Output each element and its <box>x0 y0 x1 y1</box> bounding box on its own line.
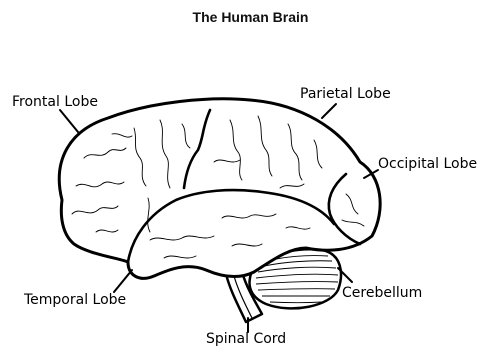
label-occipital-lobe: Occipital Lobe <box>378 156 477 172</box>
cerebrum-shape <box>59 99 380 279</box>
label-temporal-lobe: Temporal Lobe <box>24 292 126 308</box>
leader-temporal <box>114 270 132 292</box>
leader-frontal <box>60 110 78 132</box>
label-spinal-cord: Spinal Cord <box>206 331 286 347</box>
label-frontal-lobe: Frontal Lobe <box>12 94 98 110</box>
label-cerebellum: Cerebellum <box>342 285 422 301</box>
leader-parietal <box>322 104 336 118</box>
label-parietal-lobe: Parietal Lobe <box>300 86 391 102</box>
